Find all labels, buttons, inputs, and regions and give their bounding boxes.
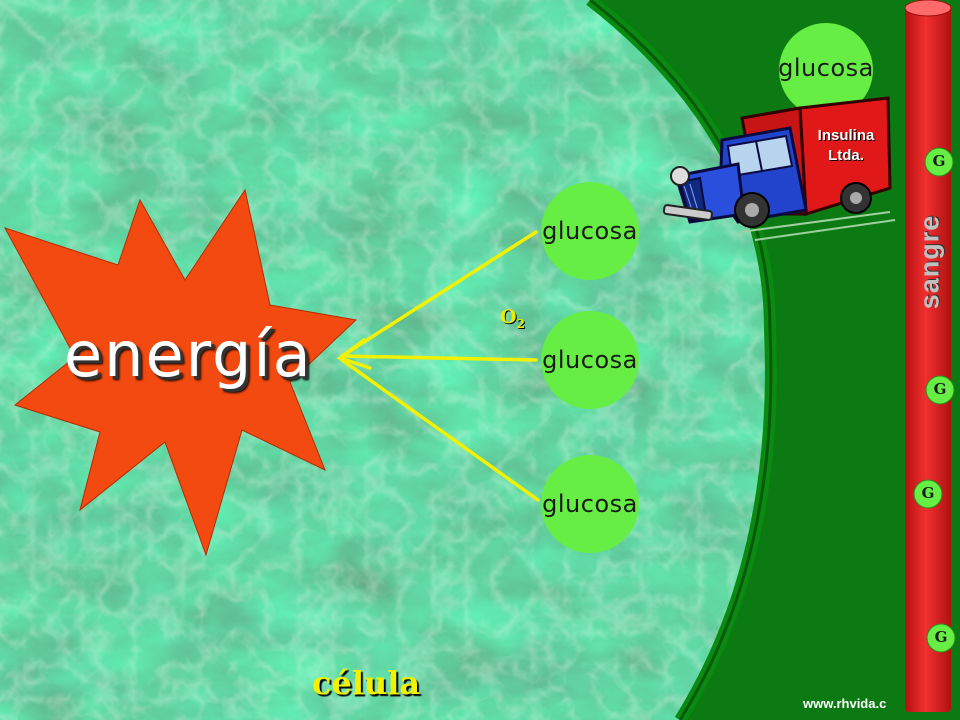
blood-glucose-marker-label: G xyxy=(934,628,948,646)
blood-glucose-marker-label: G xyxy=(921,484,935,502)
energy-starburst xyxy=(3,188,358,557)
truck-company-label: Insulina Ltda. xyxy=(818,126,875,166)
blood-vessel xyxy=(904,0,952,712)
blood-glucose-marker-label: G xyxy=(932,152,946,170)
conversion-arrows xyxy=(336,230,540,502)
energy-label: energía xyxy=(64,318,313,391)
website-link[interactable]: www.rhvida.c xyxy=(803,696,887,711)
oxygen-label: O2 xyxy=(500,306,525,331)
blood-glucose-marker-label: G xyxy=(933,380,947,398)
blood-glucose-marker xyxy=(924,147,954,177)
glucose-molecule-top xyxy=(541,182,639,280)
glucose-molecule-bottom xyxy=(541,455,639,553)
blood-glucose-marker xyxy=(913,479,943,509)
glucose-label-top: glucosa xyxy=(542,217,638,245)
oxygen-symbol: O xyxy=(500,306,517,328)
truck-company-line1: Insulina xyxy=(817,127,875,144)
cell-label: célula xyxy=(312,664,421,702)
blood-glucose-marker xyxy=(925,375,955,405)
glucose-label-middle: glucosa xyxy=(542,346,638,374)
glucose-molecule-middle xyxy=(541,311,639,409)
cell-membrane-edge xyxy=(589,0,773,720)
blood-glucose-marker xyxy=(926,623,956,653)
glucose-label-bottom: glucosa xyxy=(542,490,638,518)
truck-company-line2: Ltda. xyxy=(828,147,864,164)
delivery-truck-icon xyxy=(662,96,896,241)
glucose-molecule-outside xyxy=(779,23,873,117)
oxygen-subscript: 2 xyxy=(516,316,525,331)
blood-label: sangre xyxy=(914,214,945,310)
glucose-label-outside: glucosa xyxy=(778,54,874,82)
